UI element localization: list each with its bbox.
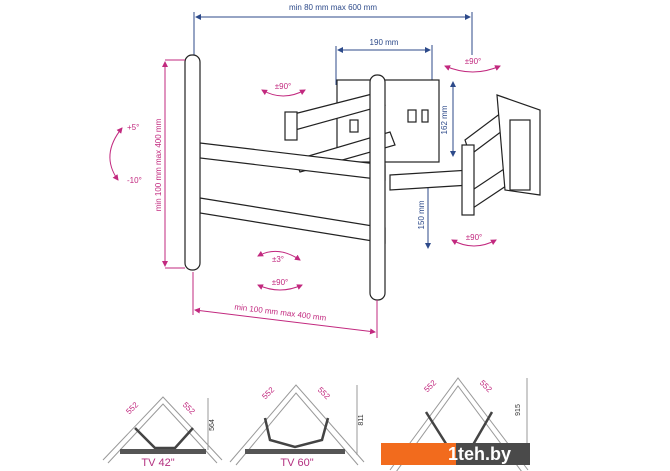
swivel-wall-label: ±90° (465, 57, 482, 66)
vesa-horizontal-label: min 100 mm max 400 mm (234, 302, 327, 322)
wall-plate-height-label: 162 mm (440, 105, 449, 134)
level-indicator: ±3° (257, 250, 301, 264)
corner-diagram-tv-60: 552 552 811 TV 60" (229, 384, 365, 469)
swivel-elbow-label: ±90° (466, 233, 483, 242)
corner-1-left-label: 552 (124, 400, 140, 416)
tv-rails (184, 54, 386, 301)
wall-distance-dimension: min 80 mm max 600 mm (193, 3, 473, 60)
tilt-down-label: -10° (127, 176, 142, 185)
wall-distance-label: min 80 mm max 600 mm (289, 3, 377, 12)
swivel-wall-indicator: ±90° (444, 57, 501, 73)
watermark-text: 1teh.by (448, 444, 511, 464)
swivel-tv-indicator: ±90° (257, 278, 303, 291)
corner-1-right-label: 552 (181, 400, 197, 416)
tilt-indicator: +5° -10° (109, 123, 142, 185)
corner-diagram-3: 552 552 915 (389, 377, 529, 471)
wall-plate-width-dimension: 190 mm (335, 38, 433, 85)
swivel-elbow-indicator: ±90° (451, 233, 497, 247)
swivel-arm-indicator: ±90° (261, 82, 306, 97)
wall-plate-height-dimension: 162 mm (440, 81, 456, 157)
level-label: ±3° (272, 255, 284, 264)
corner-2-tv-label: TV 60" (280, 457, 313, 469)
arm-height-dimension: 150 mm (417, 179, 431, 249)
corner-3-right-label: 552 (478, 378, 494, 394)
tilt-up-label: +5° (127, 123, 139, 132)
arm-height-label: 150 mm (417, 200, 426, 229)
swivel-tv-label: ±90° (272, 278, 289, 287)
corner-2-depth-label: 811 (358, 414, 365, 425)
vesa-vertical-label: min 100 mm max 400 mm (154, 118, 163, 211)
watermark-logo: 1teh.by (381, 443, 530, 465)
corner-2-left-label: 552 (260, 385, 276, 401)
corner-1-tv-label: TV 42" (141, 457, 174, 469)
corner-1-depth-label: 564 (209, 419, 216, 431)
corner-diagram-tv-42: 552 552 564 TV 42" (102, 396, 223, 469)
corner-2-right-label: 552 (316, 385, 332, 401)
corner-3-depth-label: 915 (515, 404, 522, 416)
vesa-vertical-dimension: min 100 mm max 400 mm (154, 59, 185, 269)
swivel-arm-label: ±90° (275, 82, 292, 91)
wall-plate-width-label: 190 mm (370, 38, 399, 47)
corner-3-left-label: 552 (422, 378, 438, 394)
